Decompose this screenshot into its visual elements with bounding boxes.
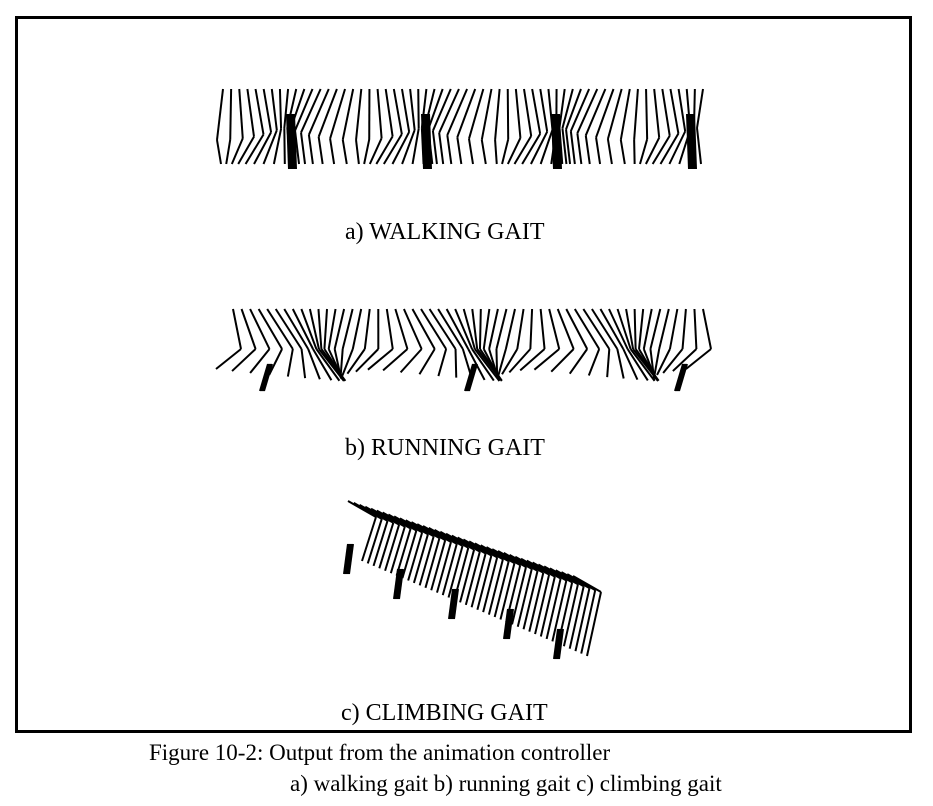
walking-gait-label: a) WALKING GAIT [345, 219, 545, 245]
running-gait-strokes [215, 308, 712, 392]
figure-caption-title: Figure 10-2: Output from the animation c… [149, 740, 611, 765]
running-gait-label: b) RUNNING GAIT [345, 435, 545, 461]
figure-caption-subtitle: a) walking gait b) running gait c) climb… [290, 771, 722, 796]
walking-gait-figure [215, 88, 712, 660]
figure-frame: a) WALKING GAIT b) RUNNING GAIT c) CLIMB… [15, 16, 912, 733]
climbing-gait-label: c) CLIMBING GAIT [341, 700, 548, 726]
climbing-gait-strokes [343, 500, 602, 660]
walking-gait-strokes [216, 88, 704, 170]
